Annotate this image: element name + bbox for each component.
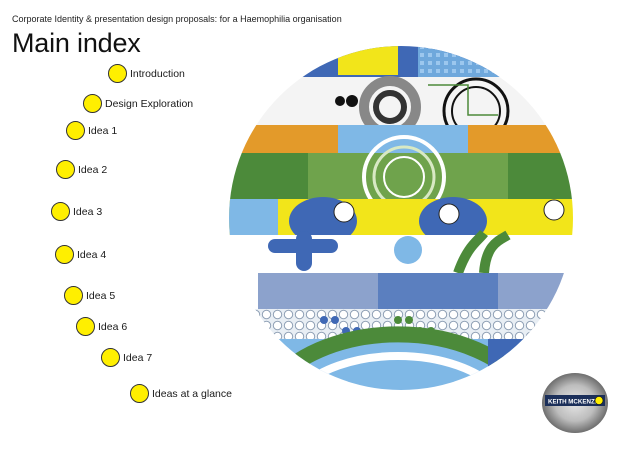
nav-item-introduction[interactable]: Introduction bbox=[108, 64, 185, 83]
nav-dot-icon bbox=[130, 384, 149, 403]
nav-item-label: Idea 3 bbox=[73, 205, 103, 218]
nav-dot-icon bbox=[64, 286, 83, 305]
header-subtitle: Corporate Identity & presentation design… bbox=[12, 14, 342, 24]
nav-dot-icon bbox=[108, 64, 127, 83]
keith-mckenzie-logo: KEITH MCKENZIE bbox=[542, 373, 608, 433]
nav-item-idea-6[interactable]: Idea 6 bbox=[76, 317, 127, 336]
nav-dot-icon bbox=[55, 245, 74, 264]
nav-item-label: Idea 1 bbox=[88, 124, 118, 137]
logo-text: KEITH MCKENZIE bbox=[548, 399, 601, 406]
page-title: Main index bbox=[12, 28, 141, 58]
nav-item-label: Introduction bbox=[130, 67, 185, 80]
nav-item-design-exploration[interactable]: Design Exploration bbox=[83, 94, 193, 113]
nav-item-label: Idea 7 bbox=[123, 351, 153, 364]
nav-item-label: Ideas at a glance bbox=[152, 387, 232, 400]
nav-dot-icon bbox=[51, 202, 70, 221]
nav-item-idea-2[interactable]: Idea 2 bbox=[56, 160, 107, 179]
nav-item-label: Idea 5 bbox=[86, 289, 116, 302]
nav-item-idea-3[interactable]: Idea 3 bbox=[51, 202, 102, 221]
nav-dot-icon bbox=[76, 317, 95, 336]
nav-item-idea-7[interactable]: Idea 7 bbox=[101, 348, 152, 367]
nav-dot-icon bbox=[101, 348, 120, 367]
nav-item-idea-4[interactable]: Idea 4 bbox=[55, 245, 106, 264]
nav-dot-icon bbox=[66, 121, 85, 140]
nav-item-label: Idea 2 bbox=[78, 163, 108, 176]
nav-item-label: Idea 4 bbox=[77, 248, 107, 261]
collage-artwork bbox=[229, 46, 573, 390]
nav-item-label: Idea 6 bbox=[98, 320, 128, 333]
nav-item-idea-5[interactable]: Idea 5 bbox=[64, 286, 115, 305]
nav-item-ideas-at-a-glance[interactable]: Ideas at a glance bbox=[130, 384, 232, 403]
nav-dot-icon bbox=[56, 160, 75, 179]
nav-item-label: Design Exploration bbox=[105, 97, 194, 110]
nav-item-idea-1[interactable]: Idea 1 bbox=[66, 121, 117, 140]
nav-dot-icon bbox=[83, 94, 102, 113]
